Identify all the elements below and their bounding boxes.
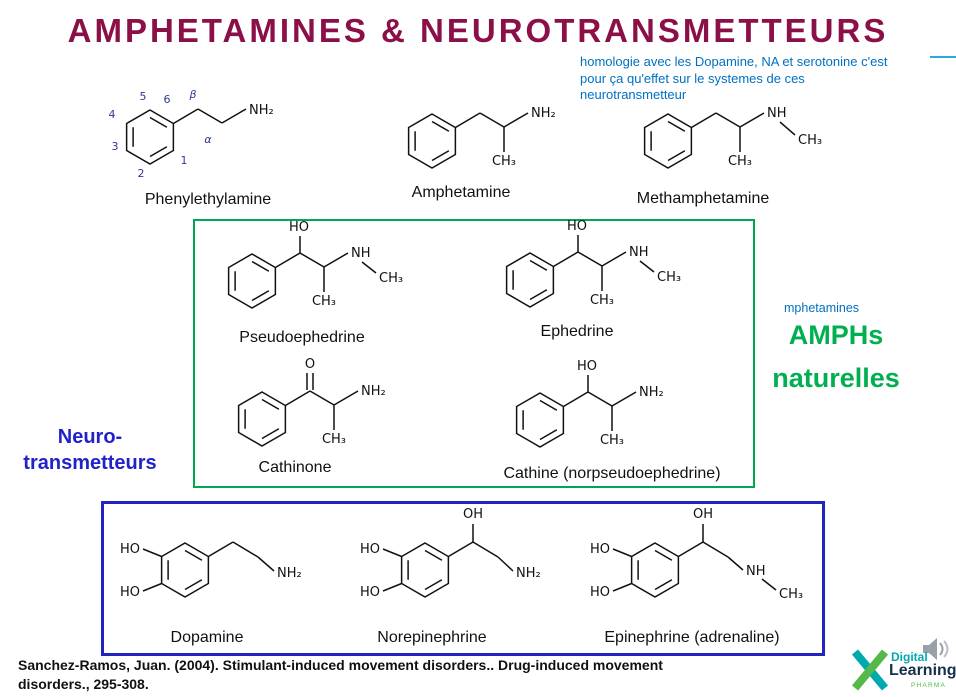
atom-label: CH₃	[779, 587, 803, 602]
amphetamine-structure: NH₂ CH₃	[407, 106, 556, 169]
neurotransmitters-label-line1: Neuro-	[57, 426, 123, 448]
annotation-line-3: neurotransmetteur	[580, 87, 687, 102]
atom-label: NH	[767, 106, 787, 121]
neurotransmitters-label: Neuro- transmetteurs	[4, 424, 176, 476]
atom-label: NH₂	[516, 566, 541, 581]
atom-label: NH₂	[277, 566, 302, 581]
phenylethylamine-structure: NH₂ 5 6 β 4 3 2 1 α	[109, 88, 274, 180]
atom-label: HO	[360, 585, 380, 600]
logo-x-icon	[851, 649, 889, 691]
ring-number-label: 5	[140, 90, 147, 103]
atom-label: CH₃	[600, 433, 624, 448]
ring-number-label: 4	[109, 108, 116, 121]
neurotransmitters-label-line2: transmetteurs	[23, 452, 157, 474]
methamphetamine-structure: NH CH₃ CH₃	[643, 106, 822, 169]
citation-line-1: Sanchez-Ramos, Juan. (2004). Stimulant-i…	[18, 657, 663, 673]
atom-label: CH₃	[312, 294, 336, 309]
atom-label: CH₃	[590, 293, 614, 308]
decorative-line	[930, 56, 956, 58]
atom-label: NH	[629, 245, 649, 260]
molecule-label-phenylethylamine: Phenylethylamine	[144, 191, 272, 208]
atom-label: HO	[120, 585, 140, 600]
molecule-label-dopamine: Dopamine	[170, 629, 244, 646]
logo-text-pharma: PHARMA	[911, 682, 947, 689]
molecule-label-ephedrine: Ephedrine	[540, 323, 614, 340]
atom-label: CH₃	[728, 154, 752, 169]
molecule-label-pseudoephedrine: Pseudoephedrine	[239, 329, 365, 346]
ring-number-label: 1	[181, 154, 188, 167]
atom-label: CH₃	[492, 154, 516, 169]
molecule-label-norepinephrine: Norepinephrine	[377, 629, 487, 646]
atom-label: HO	[577, 359, 597, 374]
molecule-label-epinephrine: Epinephrine (adrenaline)	[604, 629, 780, 646]
ephedrine-structure: HO CH₃ NH CH₃	[505, 219, 681, 308]
dopamine-structure: NH₂ HO HO	[120, 541, 302, 600]
naturelles-label: naturelles	[772, 363, 900, 393]
atom-label: HO	[567, 219, 587, 234]
atom-label: HO	[360, 542, 380, 557]
atom-label: NH₂	[249, 103, 274, 118]
atom-label: NH₂	[639, 385, 664, 400]
speaker-icon	[923, 638, 949, 660]
atom-label: NH₂	[531, 106, 556, 121]
atom-label: O	[305, 357, 315, 372]
cathine-structure: HO CH₃ NH₂	[515, 359, 664, 448]
pseudoephedrine-structure: HO CH₃ NH CH₃	[227, 220, 403, 309]
molecule-label-cathinone: Cathinone	[258, 459, 332, 476]
norepinephrine-structure: OH NH₂ HO HO	[360, 507, 541, 600]
atom-label: HO	[590, 585, 610, 600]
atom-label: OH	[693, 507, 713, 522]
annotation-line-2: pour ça qu'effet sur le systemes de ces	[580, 70, 805, 86]
citation: Sanchez-Ramos, Juan. (2004). Stimulant-i…	[18, 656, 663, 694]
atom-label: CH₃	[798, 133, 822, 148]
amphetamines-small-label: mphetamines	[784, 301, 860, 315]
atom-label: CH₃	[379, 271, 403, 286]
atom-label: CH₃	[322, 432, 346, 447]
molecule-label-cathine: Cathine (norpseudoephedrine)	[503, 465, 721, 482]
digital-learning-logo: Digital Learning PHARMA	[845, 634, 956, 697]
atom-label: HO	[289, 220, 309, 235]
epinephrine-structure: OH NH CH₃ HO HO	[590, 507, 803, 602]
neurotransmitters-box	[101, 501, 825, 656]
atom-label: NH	[746, 564, 766, 579]
citation-line-2: disorders., 295-308.	[18, 676, 149, 692]
annotation-line-1: homologie avec les Dopamine, NA et serot…	[580, 54, 888, 69]
ring-number-label: α	[204, 133, 212, 146]
ring-number-label: β	[188, 88, 196, 101]
logo-text-digital: Digital	[891, 650, 928, 664]
amphs-label: AMPHs	[788, 320, 884, 350]
cathinone-structure: O CH₃ NH₂	[237, 357, 386, 447]
logo-text-learning: Learning	[889, 662, 956, 679]
natural-amphetamines-box	[193, 219, 755, 488]
ring-number-label: 2	[138, 167, 145, 180]
annotation-note: homologie avec les Dopamine, NA et serot…	[580, 54, 952, 104]
ring-number-label: 3	[112, 140, 119, 153]
atom-label: NH₂	[361, 384, 386, 399]
atom-label: HO	[590, 542, 610, 557]
molecule-label-amphetamine: Amphetamine	[411, 184, 511, 201]
slide-title: AMPHETAMINES & NEUROTRANSMETTEURS	[67, 12, 889, 49]
atom-label: CH₃	[657, 270, 681, 285]
atom-label: OH	[463, 507, 483, 522]
atom-label: NH	[351, 246, 371, 261]
ring-number-label: 6	[164, 93, 171, 106]
atom-label: HO	[120, 542, 140, 557]
molecule-label-methamphetamine: Methamphetamine	[636, 190, 770, 207]
